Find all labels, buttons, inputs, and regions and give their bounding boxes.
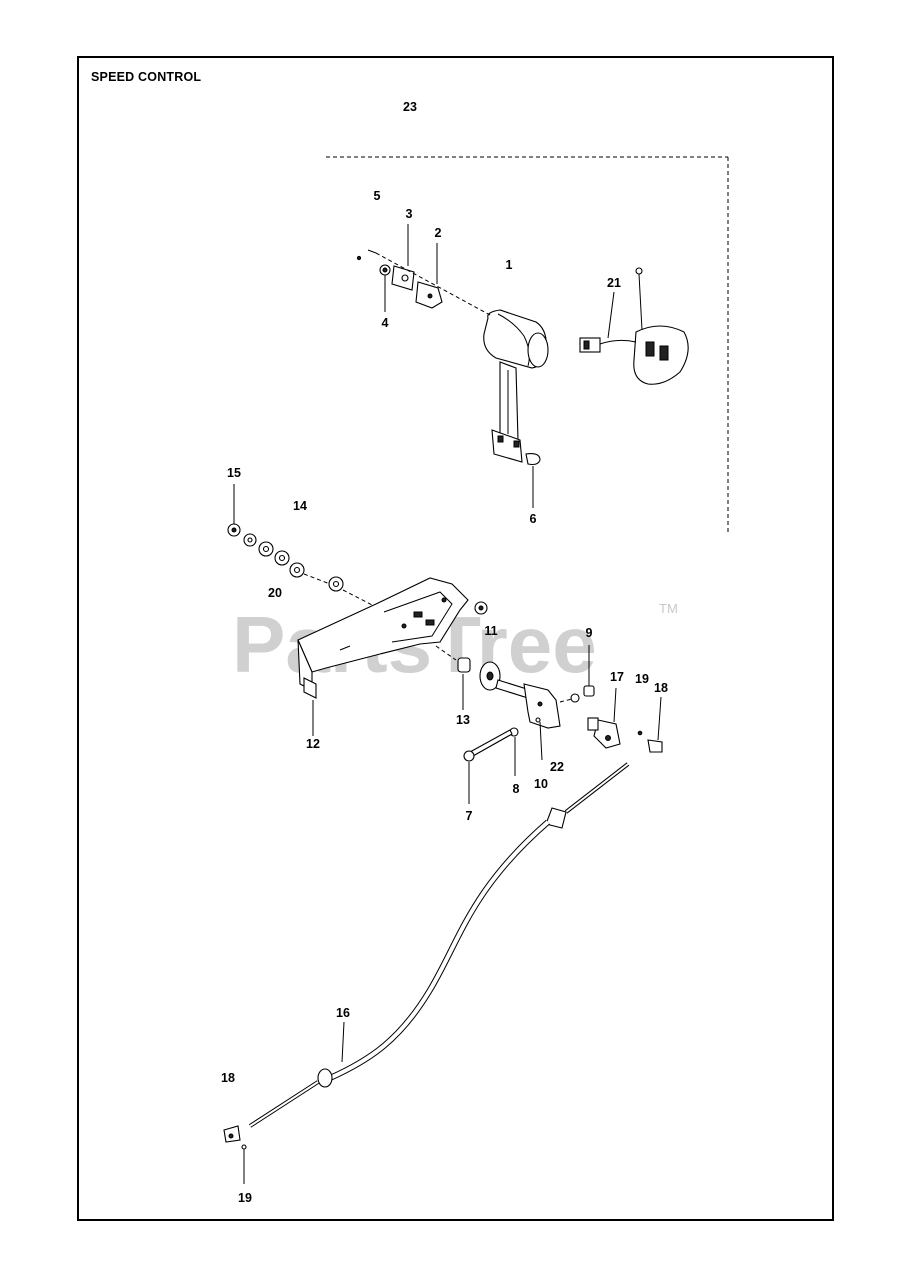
callout-8: 8 — [513, 782, 520, 796]
cable-part-16 — [248, 762, 630, 1128]
callout-12: 12 — [306, 737, 320, 751]
callout-15: 15 — [227, 466, 241, 480]
callout-2: 2 — [435, 226, 442, 240]
watermark-trademark: TM — [659, 601, 678, 616]
handle-part — [483, 309, 549, 463]
callout-20: 20 — [268, 586, 282, 600]
cable-end-bottom — [223, 1125, 247, 1184]
callout-6: 6 — [530, 512, 537, 526]
main-bracket-part-12 — [297, 577, 469, 736]
callout-labels: 23 5 3 2 1 21 4 6 15 14 20 11 9 17 19 18… — [221, 100, 668, 1205]
plate-part-3 — [391, 224, 415, 291]
callout-22: 22 — [550, 760, 564, 774]
callout-23: 23 — [403, 100, 417, 114]
clip-part-18-top — [647, 696, 663, 753]
page-title: SPEED CONTROL — [91, 70, 202, 84]
callout-19-top: 19 — [635, 672, 649, 686]
callout-5: 5 — [374, 189, 381, 203]
callout-16: 16 — [336, 1006, 350, 1020]
callout-14: 14 — [293, 499, 307, 513]
switch-part-17 — [587, 687, 621, 749]
assembly-boundary — [326, 156, 729, 535]
callout-18-top: 18 — [654, 681, 668, 695]
nut-part-9 — [559, 645, 595, 703]
callout-18-bottom: 18 — [221, 1071, 235, 1085]
pin-part-19-top — [637, 730, 643, 736]
washer-stack-parts-14-15 — [227, 484, 379, 609]
callout-9: 9 — [586, 626, 593, 640]
callout-11: 11 — [484, 624, 497, 638]
screw-small — [356, 249, 377, 261]
washer-part-8 — [509, 727, 519, 776]
callout-7: 7 — [466, 809, 473, 823]
callout-4: 4 — [382, 316, 389, 330]
switch-part-21 — [579, 267, 689, 385]
bolt-part-7 — [463, 729, 513, 804]
callout-13: 13 — [456, 713, 470, 727]
callout-10: 10 — [534, 777, 548, 791]
callout-3: 3 — [406, 207, 413, 221]
nut-part-11 — [474, 601, 488, 615]
callout-21: 21 — [607, 276, 621, 290]
diagram-frame — [77, 56, 834, 1221]
nut-part-4 — [379, 264, 391, 312]
assembly-axis-handle — [375, 252, 491, 316]
callout-1: 1 — [506, 258, 513, 272]
lever-bracket-part-22 — [523, 683, 561, 761]
callout-17: 17 — [610, 670, 624, 684]
callout-19-bottom: 19 — [238, 1191, 252, 1205]
clip-part-6 — [525, 453, 541, 508]
bracket-part-2 — [415, 243, 443, 309]
